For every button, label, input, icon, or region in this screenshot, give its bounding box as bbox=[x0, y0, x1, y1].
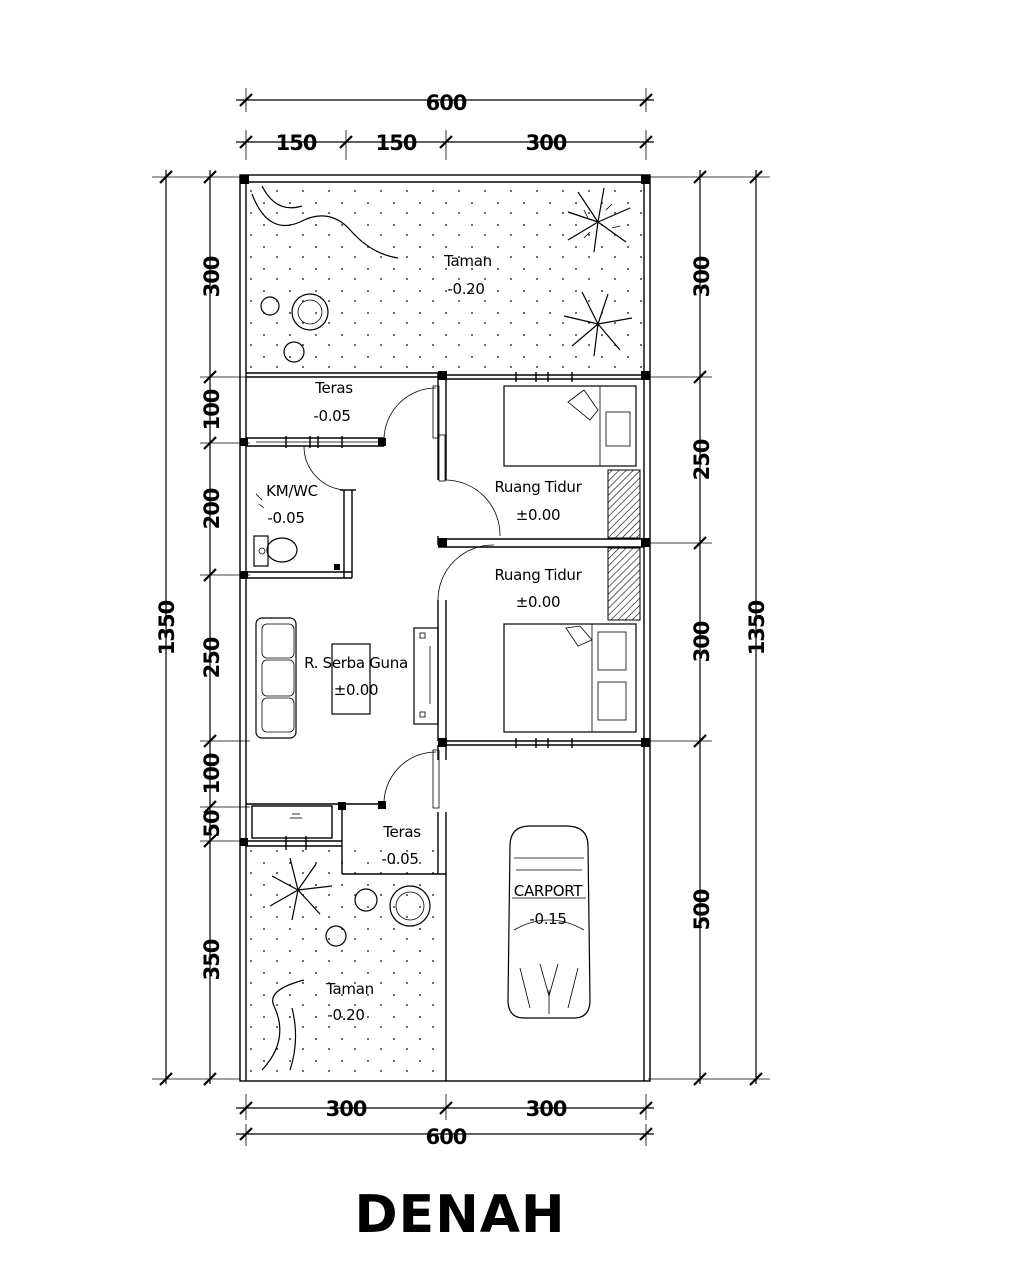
dim-left-4: 250 bbox=[200, 637, 224, 678]
coffee-table bbox=[331, 643, 371, 715]
garden-path-bottom-2 bbox=[289, 1007, 297, 1071]
palm-3 bbox=[269, 857, 333, 921]
palm-2 bbox=[563, 291, 633, 357]
columns bbox=[240, 175, 650, 846]
dim-left-7: 350 bbox=[200, 939, 224, 980]
dim-bottom-total: 600 bbox=[426, 1125, 467, 1149]
dimension-labels: 600 150 150 300 300 300 600 1350 300 100… bbox=[155, 91, 769, 1149]
level-teras-bottom: -0.05 bbox=[381, 850, 418, 868]
dim-right-4: 500 bbox=[690, 889, 714, 930]
dim-left-total: 1350 bbox=[155, 600, 179, 655]
dim-left-3: 200 bbox=[200, 488, 224, 529]
garden-path-top bbox=[251, 193, 399, 259]
garden-bottom-pattern bbox=[250, 846, 440, 1074]
shrubs bbox=[260, 293, 431, 947]
dim-right-3: 300 bbox=[690, 621, 714, 662]
level-teras-top: -0.05 bbox=[313, 407, 350, 425]
garden-top-pattern bbox=[250, 182, 642, 372]
dimension-lines bbox=[152, 88, 770, 1146]
dim-left-1: 300 bbox=[200, 256, 224, 297]
palm-1 bbox=[567, 187, 631, 253]
label-serbaguna: R. Serba Guna bbox=[304, 654, 408, 672]
garden-path-top-2 bbox=[261, 185, 303, 209]
sofa bbox=[255, 617, 297, 739]
wardrobe-1 bbox=[607, 469, 641, 539]
dim-left-6: 50 bbox=[200, 810, 224, 838]
label-bedroom-1: Ruang Tidur bbox=[494, 478, 582, 496]
label-teras-bottom: Teras bbox=[382, 823, 421, 841]
wardrobe-2 bbox=[607, 547, 641, 621]
dim-left-5: 100 bbox=[200, 753, 224, 794]
dim-top-1: 150 bbox=[276, 131, 317, 155]
label-bedroom-2: Ruang Tidur bbox=[494, 566, 582, 584]
level-bedroom-2: ±0.00 bbox=[516, 593, 560, 611]
label-taman-top: Taman bbox=[443, 252, 492, 270]
level-taman-bottom: -0.20 bbox=[327, 1006, 364, 1024]
room-labels: Taman -0.20 Teras -0.05 KM/WC -0.05 Ruan… bbox=[266, 252, 583, 1024]
dim-top-2: 150 bbox=[376, 131, 417, 155]
level-bedroom-1: ±0.00 bbox=[516, 506, 560, 524]
plan-title: DENAH bbox=[355, 1185, 566, 1245]
label-taman-bottom: Taman bbox=[325, 980, 374, 998]
level-serbaguna: ±0.00 bbox=[334, 681, 378, 699]
dim-right-1: 300 bbox=[690, 256, 714, 297]
dim-right-2: 250 bbox=[690, 439, 714, 480]
walls bbox=[239, 174, 651, 1082]
toilet bbox=[253, 493, 340, 570]
dim-bottom-1: 300 bbox=[326, 1097, 367, 1121]
label-teras-top: Teras bbox=[314, 379, 353, 397]
dim-right-total: 1350 bbox=[745, 600, 769, 655]
bed-1 bbox=[503, 385, 637, 467]
tv-cabinet bbox=[413, 627, 439, 725]
doors bbox=[303, 385, 501, 809]
dim-top-total: 600 bbox=[426, 91, 467, 115]
label-kmwc: KM/WC bbox=[266, 482, 318, 500]
level-kmwc: -0.05 bbox=[267, 509, 304, 527]
dim-bottom-2: 300 bbox=[526, 1097, 567, 1121]
bed-2 bbox=[503, 623, 637, 733]
windows bbox=[285, 372, 573, 850]
level-carport: -0.15 bbox=[529, 910, 566, 928]
label-carport: CARPORT bbox=[514, 882, 584, 900]
garden-path-bottom bbox=[261, 979, 305, 1071]
level-taman-top: -0.20 bbox=[447, 280, 484, 298]
car bbox=[507, 825, 591, 1019]
dim-top-3: 300 bbox=[526, 131, 567, 155]
dim-left-2: 100 bbox=[200, 389, 224, 430]
